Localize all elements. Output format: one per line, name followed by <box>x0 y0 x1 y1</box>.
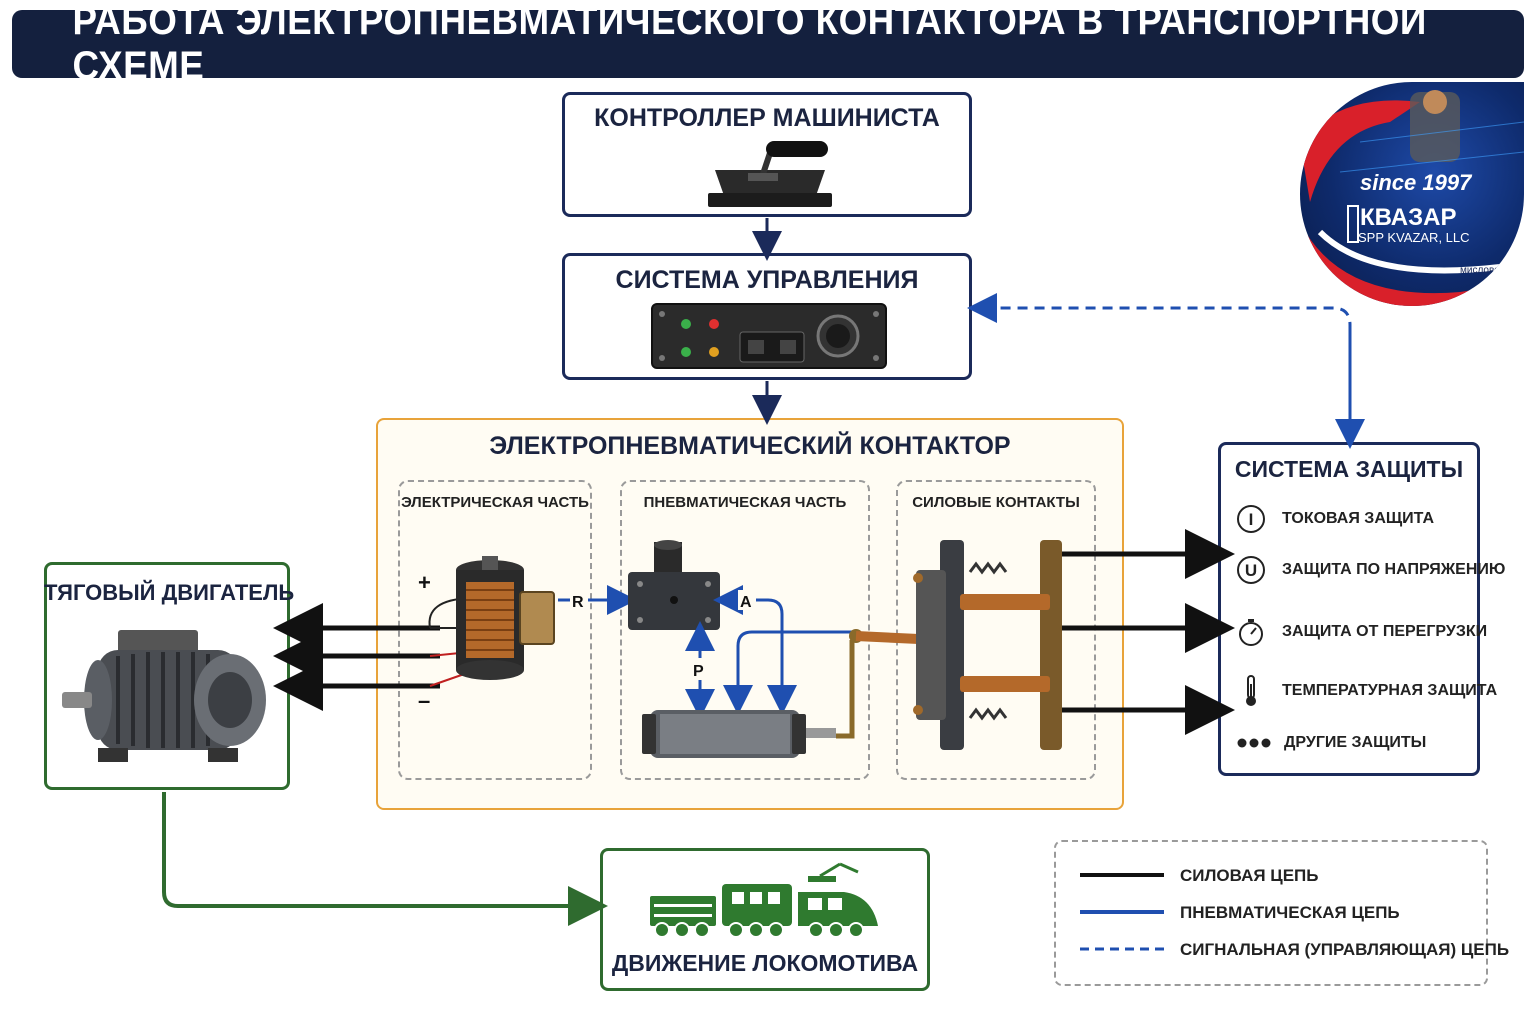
legend-pneumatic-label: ПНЕВМАТИЧЕСКАЯ ЦЕПЬ <box>1180 903 1400 922</box>
legend-lines <box>1080 873 1164 951</box>
protection-item-label: ЗАЩИТА ПО НАПРЯЖЕНИЮ <box>1282 561 1506 578</box>
protection-item-label: ДРУГИЕ ЗАЩИТЫ <box>1284 734 1427 751</box>
company-logo: since 1997 КВАЗАР SPP KVAZAR, LLC мислов… <box>1300 82 1524 306</box>
pneumatic-part-section <box>620 480 870 780</box>
svg-text:I: I <box>1249 510 1254 529</box>
protection-item-current: I ТОКОВАЯ ЗАЩИТА <box>1236 504 1434 534</box>
power-contacts-title: СИЛОВЫЕ КОНТАКТЫ <box>912 494 1080 511</box>
traction-motor-title: ТЯГОВЫЙ ДВИГАТЕЛЬ <box>44 580 295 605</box>
logo-fragment: мисловс <box>1460 265 1499 276</box>
motor-icon <box>62 630 266 762</box>
protection-item-other: ДРУГИЕ ЗАЩИТЫ <box>1236 728 1426 758</box>
control-unit-icon <box>651 303 887 369</box>
dots-icon <box>1236 728 1272 758</box>
legend-power-label: СИЛОВАЯ ЦЕПЬ <box>1180 866 1319 885</box>
logo-brand: КВАЗАР <box>1360 204 1457 231</box>
controller-title: КОНТРОЛЛЕР МАШИНИСТА <box>594 104 940 132</box>
electrical-part-title: ЭЛЕКТРИЧЕСКАЯ ЧАСТЬ <box>401 494 589 511</box>
contactor-title: ЭЛЕКТРОПНЕВМАТИЧЕСКИЙ КОНТАКТОР <box>489 432 1011 460</box>
motion-line-motor-locomotive <box>162 792 608 926</box>
voltage-icon: U <box>1236 555 1266 585</box>
protection-item-label: ТОКОВАЯ ЗАЩИТА <box>1282 510 1434 527</box>
svg-text:U: U <box>1245 561 1257 580</box>
p-label: P <box>693 663 704 680</box>
signal-line-protection-control <box>967 293 1352 434</box>
thermometer-icon <box>1236 675 1266 706</box>
pneumatic-valve-icon <box>628 540 720 630</box>
protection-title: СИСТЕМА ЗАЩИТЫ <box>1234 456 1464 482</box>
pneumatic-cylinder-icon <box>642 710 836 758</box>
protection-item-temperature: ТЕМПЕРАТУРНАЯ ЗАЩИТА <box>1236 675 1498 706</box>
r-label: R <box>572 594 584 611</box>
locomotive-title: ДВИЖЕНИЕ ЛОКОМОТИВА <box>611 950 919 976</box>
pneumatic-part-title: ПНЕВМАТИЧЕСКАЯ ЧАСТЬ <box>643 494 847 511</box>
control-system-title: СИСТЕМА УПРАВЛЕНИЯ <box>615 266 919 294</box>
cylinder-rod-link <box>836 640 855 739</box>
controller-icon <box>708 141 832 207</box>
protection-item-label: ТЕМПЕРАТУРНАЯ ЗАЩИТА <box>1282 682 1498 699</box>
minus-label: – <box>418 688 430 713</box>
a-label: A <box>740 594 752 611</box>
pneumatic-line-a <box>713 585 784 690</box>
pneumatic-line-b <box>723 630 858 715</box>
logo-company: SPP KVAZAR, LLC <box>1358 230 1470 245</box>
protection-item-overload: ЗАЩИТА ОТ ПЕРЕГРУЗКИ <box>1236 617 1487 647</box>
current-icon: I <box>1236 504 1266 534</box>
power-contacts-icon <box>849 540 1062 750</box>
title-bar <box>12 10 1524 78</box>
protection-item-voltage: U ЗАЩИТА ПО НАПРЯЖЕНИЮ <box>1236 555 1505 585</box>
logo-graphic: since 1997 КВАЗАР SPP KVAZAR, LLC мислов… <box>1300 90 1524 306</box>
solenoid-coil-icon <box>428 556 555 687</box>
logo-since: since 1997 <box>1360 170 1473 195</box>
plus-label: + <box>418 570 431 595</box>
stopwatch-icon <box>1236 617 1266 647</box>
legend-signal-label: СИГНАЛЬНАЯ (УПРАВЛЯЮЩАЯ) ЦЕПЬ <box>1180 940 1510 959</box>
protection-item-label: ЗАЩИТА ОТ ПЕРЕГРУЗКИ <box>1282 623 1488 640</box>
locomotive-icon <box>650 862 878 938</box>
